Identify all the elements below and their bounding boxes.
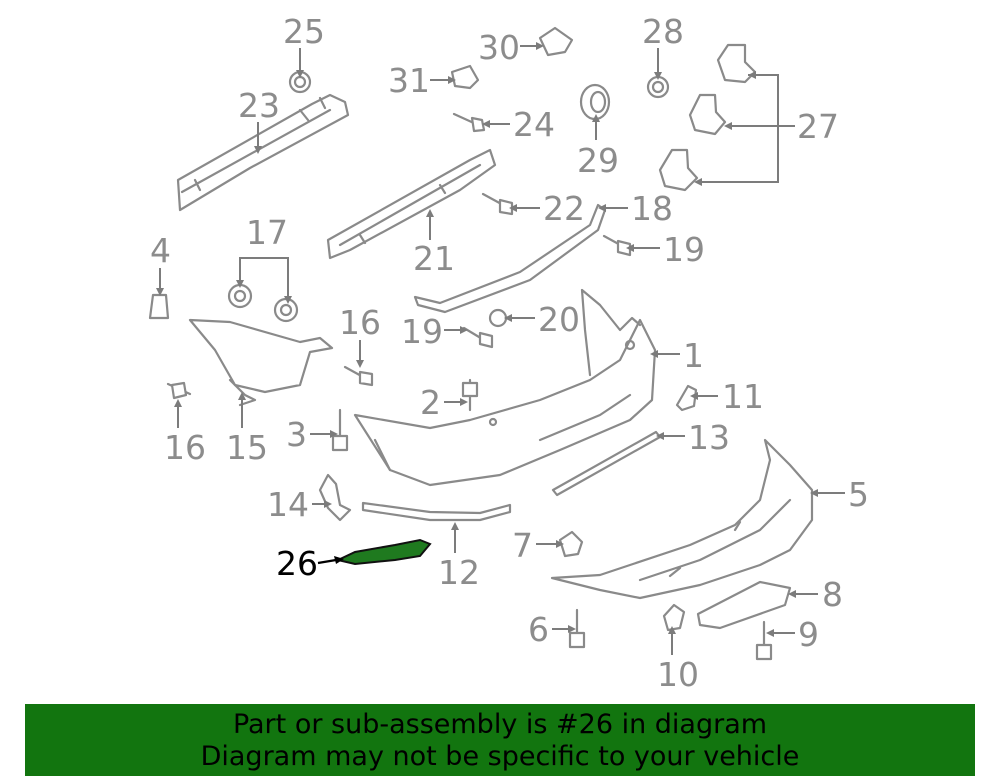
- part-27-sensors: [658, 43, 757, 192]
- part-5-valance: [550, 438, 814, 600]
- callout-8: 8: [822, 575, 843, 614]
- part-26-highlighted: [334, 538, 432, 566]
- part-1-bumper-cover: [353, 288, 657, 487]
- callout-21: 21: [413, 239, 455, 278]
- callout-31: 31: [388, 61, 430, 100]
- callout-7: 7: [512, 526, 533, 565]
- top-clips: [450, 26, 574, 90]
- callout-1: 1: [683, 336, 704, 375]
- callout-19-left: 19: [401, 312, 443, 351]
- part-4-pin: [148, 293, 170, 320]
- part-8-shield: [696, 580, 792, 630]
- banner-line-1: Part or sub-assembly is #26 in diagram: [232, 709, 768, 740]
- part-23-reinforcement: [176, 93, 350, 212]
- callout-12: 12: [438, 553, 480, 592]
- callout-29: 29: [577, 141, 619, 180]
- callout-5: 5: [848, 475, 869, 514]
- callout-17: 17: [246, 213, 288, 252]
- banner-line-2: Diagram may not be specific to your vehi…: [200, 741, 800, 772]
- part-12-molding: [361, 501, 512, 522]
- callout-9: 9: [798, 615, 819, 654]
- callout-19-right: 19: [663, 230, 705, 269]
- leader-arrows: [156, 42, 818, 637]
- part-14-bracket: [318, 473, 352, 522]
- callout-15: 15: [226, 428, 268, 467]
- callout-25: 25: [283, 12, 325, 51]
- callout-11: 11: [722, 377, 764, 416]
- leader-lines: [159, 45, 845, 655]
- part-7-clip: [558, 530, 584, 558]
- callout-26: 26: [276, 544, 318, 583]
- callout-16-lower: 16: [164, 428, 206, 467]
- callout-28: 28: [642, 12, 684, 51]
- callout-24: 24: [513, 105, 555, 144]
- callout-20: 20: [538, 300, 580, 339]
- callout-27: 27: [797, 107, 839, 146]
- bolts: [166, 112, 773, 661]
- callout-22: 22: [543, 189, 585, 228]
- callout-4: 4: [150, 231, 171, 270]
- part-10-clip: [662, 603, 686, 632]
- callout-6: 6: [528, 610, 549, 649]
- callout-30: 30: [478, 28, 520, 67]
- part-17-clips: [227, 283, 299, 323]
- part-20-nut: [488, 308, 508, 328]
- callout-10: 10: [657, 655, 699, 694]
- callout-2: 2: [420, 383, 441, 422]
- part-15-bracket: [188, 318, 334, 407]
- parts-28-29: [579, 75, 670, 121]
- part-11-cap: [675, 384, 698, 412]
- part-21-absorber: [326, 148, 497, 260]
- callout-13: 13: [688, 418, 730, 457]
- callout-labels: 25 23 31 30 28 24 27 29 22 18 17 4 21 19…: [150, 12, 869, 694]
- callout-18: 18: [631, 189, 673, 228]
- callout-16-upper: 16: [339, 303, 381, 342]
- callout-3: 3: [286, 415, 307, 454]
- callout-14: 14: [267, 485, 309, 524]
- callout-23: 23: [238, 86, 280, 125]
- info-banner: Part or sub-assembly is #26 in diagram D…: [25, 704, 975, 776]
